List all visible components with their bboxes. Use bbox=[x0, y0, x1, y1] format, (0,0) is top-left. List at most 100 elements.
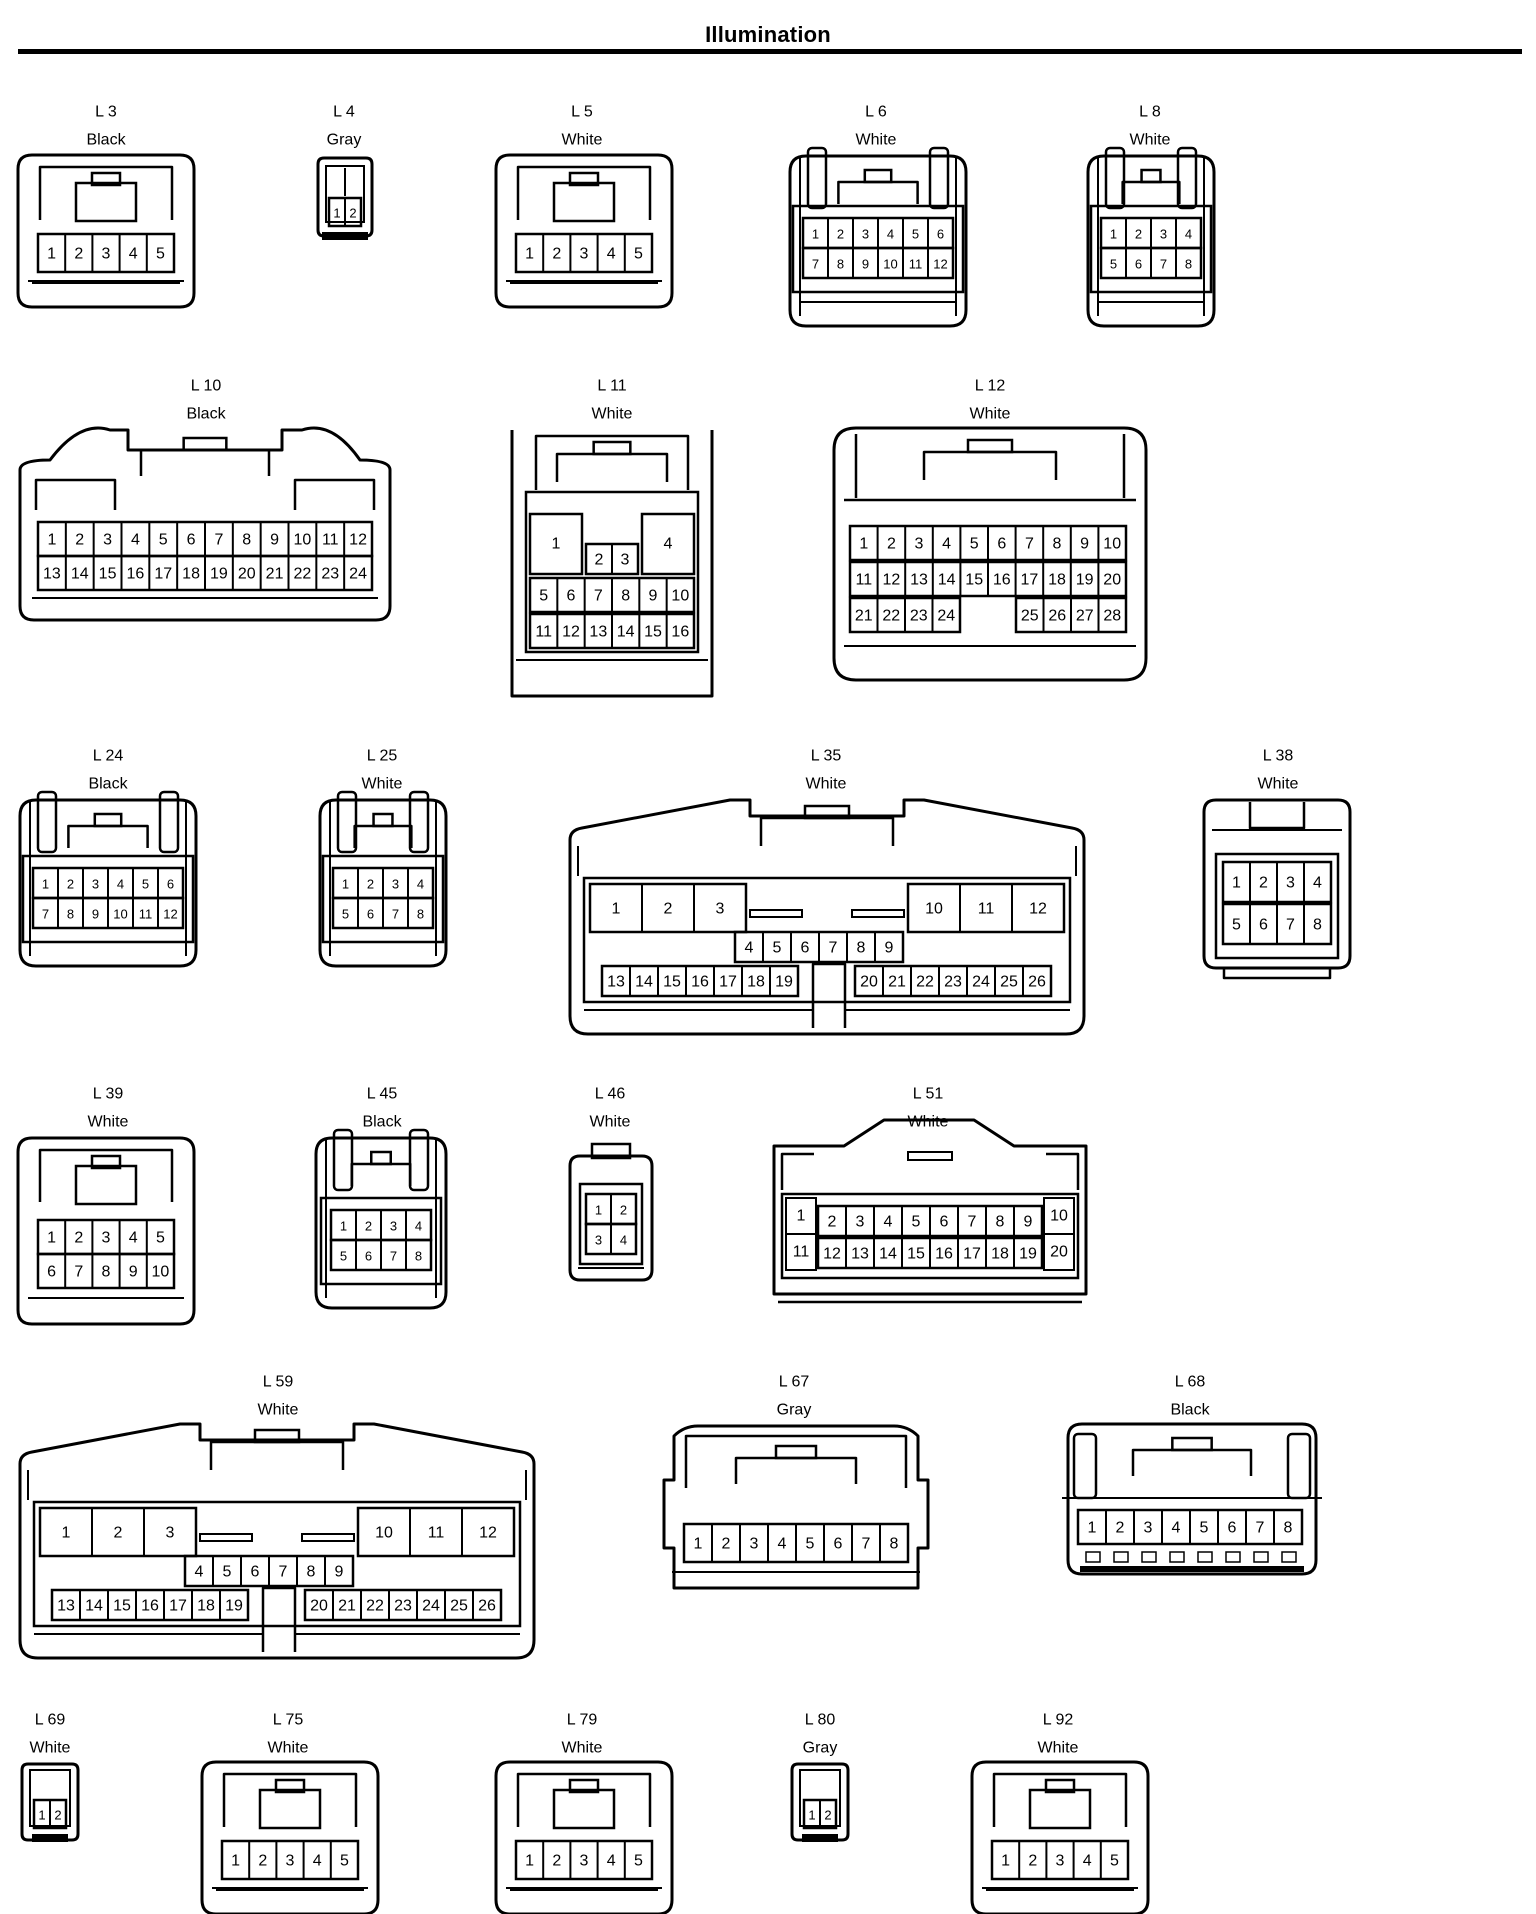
pin-label: 1 bbox=[694, 1536, 703, 1553]
pin-label: 3 bbox=[862, 227, 869, 242]
pin-label: 17 bbox=[154, 566, 172, 583]
connector-color: White bbox=[590, 1114, 631, 1131]
pin-label: 2 bbox=[620, 1203, 627, 1218]
pin-label: 16 bbox=[141, 1598, 159, 1615]
pin-label: 5 bbox=[142, 877, 149, 892]
connector-id: L 69 bbox=[35, 1712, 66, 1729]
pin-label: 7 bbox=[1025, 536, 1034, 553]
pin-label: 6 bbox=[801, 940, 810, 957]
pin-label: 14 bbox=[635, 974, 653, 991]
connector-id: L 10 bbox=[191, 378, 222, 395]
connector-color: White bbox=[806, 776, 847, 793]
pin-label: 7 bbox=[1286, 917, 1295, 934]
pin-label: 20 bbox=[1050, 1244, 1068, 1261]
pin-label: 6 bbox=[167, 877, 174, 892]
pin-label: 13 bbox=[607, 974, 625, 991]
connector-id: L 68 bbox=[1175, 1374, 1206, 1391]
pin-label: 20 bbox=[1103, 572, 1121, 589]
pin-label: 5 bbox=[1232, 917, 1241, 934]
pin-label: 2 bbox=[1116, 1520, 1125, 1537]
pin-label: 4 bbox=[1185, 227, 1192, 242]
pin-label: 4 bbox=[313, 1853, 322, 1870]
pin-label: 22 bbox=[882, 608, 900, 625]
pin-label: 24 bbox=[937, 608, 955, 625]
pin-label: 4 bbox=[131, 532, 140, 549]
connector-color: White bbox=[562, 1740, 603, 1757]
pin-label: 3 bbox=[102, 1230, 111, 1247]
pin-label: 6 bbox=[367, 907, 374, 922]
pin-label: 3 bbox=[1056, 1853, 1065, 1870]
pin-label: 5 bbox=[912, 1214, 921, 1231]
pin-label: 5 bbox=[1200, 1520, 1209, 1537]
pin-label: 4 bbox=[942, 536, 951, 553]
pin-label: 1 bbox=[47, 1230, 56, 1247]
pin-label: 5 bbox=[912, 227, 919, 242]
pin-label: 1 bbox=[340, 1219, 347, 1234]
pin-label: 27 bbox=[1076, 608, 1094, 625]
pin-label: 4 bbox=[417, 877, 424, 892]
pin-label: 15 bbox=[663, 974, 681, 991]
connector-id: L 59 bbox=[263, 1374, 294, 1391]
pin-label: 8 bbox=[242, 532, 251, 549]
pin-label: 8 bbox=[1313, 917, 1322, 934]
connector-color: White bbox=[1130, 132, 1171, 149]
pin-label: 4 bbox=[117, 877, 124, 892]
pin-label: 6 bbox=[1228, 1520, 1237, 1537]
pin-label: 11 bbox=[322, 532, 339, 549]
pin-label: 5 bbox=[342, 907, 349, 922]
pin-label: 8 bbox=[307, 1564, 316, 1581]
pin-label: 1 bbox=[552, 536, 561, 553]
pin-label: 16 bbox=[691, 974, 709, 991]
pin-label: 4 bbox=[620, 1233, 627, 1248]
pin-label: 18 bbox=[1048, 572, 1066, 589]
pin-label: 2 bbox=[114, 1525, 123, 1542]
pin-label: 8 bbox=[415, 1249, 422, 1264]
pin-label: 7 bbox=[812, 257, 819, 272]
pin-label: 2 bbox=[258, 1853, 267, 1870]
pin-label: 25 bbox=[1000, 974, 1018, 991]
pin-label: 1 bbox=[808, 1808, 815, 1823]
pin-label: 1 bbox=[1001, 1853, 1010, 1870]
pin-label: 5 bbox=[1110, 257, 1117, 272]
pin-label: 1 bbox=[812, 227, 819, 242]
pin-label: 26 bbox=[1028, 974, 1046, 991]
pin-label: 19 bbox=[775, 974, 793, 991]
pin-label: 20 bbox=[238, 566, 256, 583]
pin-label: 7 bbox=[74, 1264, 83, 1281]
pin-label: 5 bbox=[340, 1853, 349, 1870]
pin-label: 24 bbox=[349, 566, 367, 583]
pin-label: 2 bbox=[595, 552, 604, 569]
pin-label: 10 bbox=[113, 907, 127, 922]
pin-label: 6 bbox=[365, 1249, 372, 1264]
pin-label: 15 bbox=[644, 624, 662, 641]
pin-label: 3 bbox=[595, 1233, 602, 1248]
pin-label: 12 bbox=[562, 624, 580, 641]
pin-label: 1 bbox=[62, 1525, 71, 1542]
pin-label: 17 bbox=[1021, 572, 1039, 589]
pin-label: 10 bbox=[883, 257, 897, 272]
pin-label: 5 bbox=[539, 588, 548, 605]
pin-label: 9 bbox=[335, 1564, 344, 1581]
pin-label: 19 bbox=[210, 566, 228, 583]
pin-label: 24 bbox=[422, 1598, 440, 1615]
pin-label: 8 bbox=[1053, 536, 1062, 553]
pin-label: 10 bbox=[671, 588, 689, 605]
pin-label: 26 bbox=[478, 1598, 496, 1615]
pin-label: 4 bbox=[129, 246, 138, 263]
connector-color: White bbox=[970, 406, 1011, 423]
pin-label: 3 bbox=[92, 877, 99, 892]
connector-id: L 3 bbox=[95, 104, 117, 121]
